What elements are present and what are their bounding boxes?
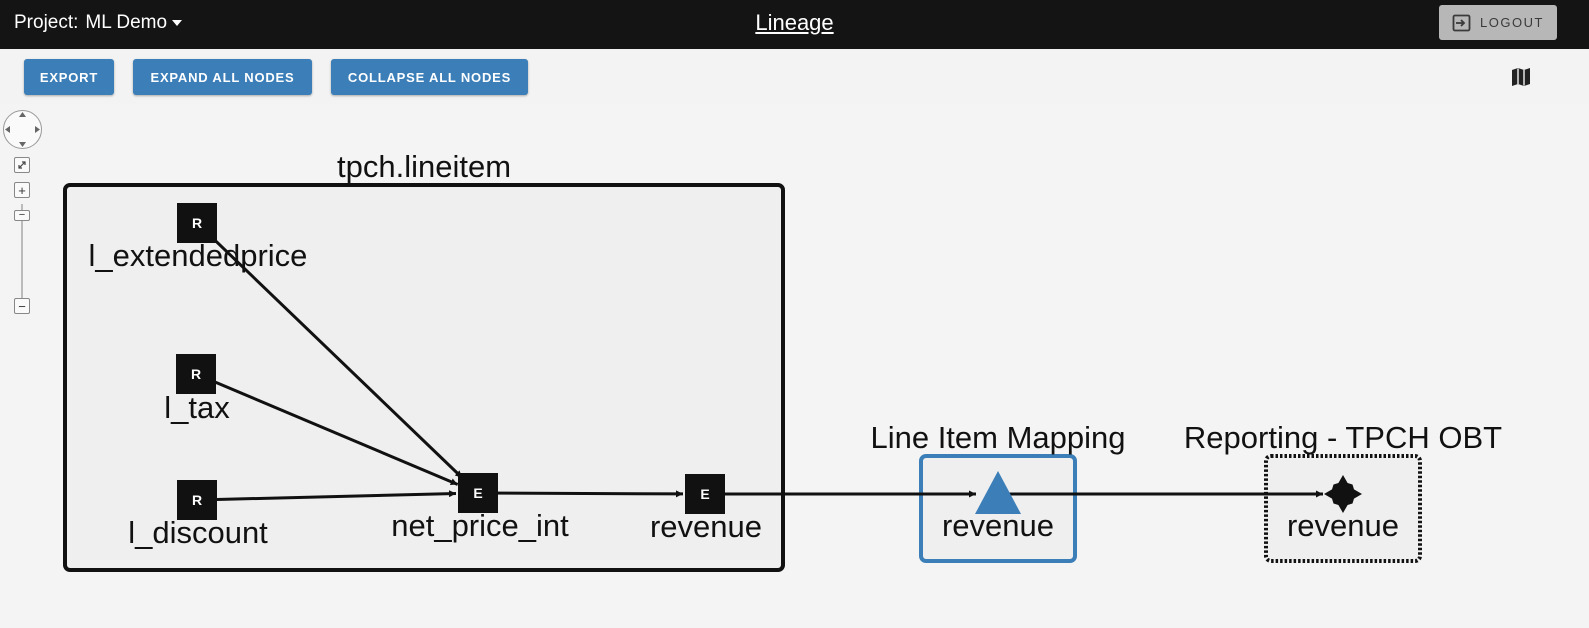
node-label: revenue	[942, 508, 1054, 543]
group-mapping-title: Line Item Mapping	[870, 420, 1125, 455]
node-label: l_extendedprice	[89, 238, 308, 273]
zoom-slider-track[interactable]	[21, 204, 23, 299]
collapse-all-nodes-button[interactable]: COLLAPSE ALL NODES	[331, 59, 528, 95]
node-badge: R	[191, 366, 201, 382]
logout-button[interactable]: LOGOUT	[1439, 5, 1557, 40]
edge-n3-n4	[196, 490, 457, 502]
zoom-in-button[interactable]: +	[14, 182, 30, 198]
edge-n4-n5	[477, 490, 684, 498]
node-badge: R	[192, 215, 202, 231]
node-square-icon	[176, 354, 216, 394]
edge-n2-n4	[195, 372, 459, 486]
chevron-down-icon	[172, 20, 183, 26]
node-square-icon	[458, 473, 498, 513]
node-l-extendedprice-tpch[interactable]: Rl_extendedprice	[89, 203, 308, 273]
pan-arrows-icon[interactable]	[2, 109, 43, 150]
zoom-out-button[interactable]: −	[14, 298, 30, 314]
logout-icon	[1452, 14, 1471, 31]
group-tpch-title: tpch.lineitem	[337, 149, 511, 184]
page-title: Lineage	[0, 10, 1589, 36]
node-badge: E	[473, 485, 482, 501]
node-label: net_price_int	[391, 508, 569, 543]
node-badge: R	[192, 492, 202, 508]
export-button[interactable]: EXPORT	[24, 59, 114, 95]
node-l-tax-tpch[interactable]: Rl_tax	[164, 354, 230, 425]
node-label: revenue	[1287, 508, 1399, 543]
top-bar: Project: ML Demo Lineage LOGOUT	[0, 0, 1589, 49]
triangle-icon	[975, 471, 1021, 514]
node-l-discount-tpch[interactable]: Rl_discount	[128, 480, 268, 550]
page-title-link[interactable]: Lineage	[755, 10, 834, 35]
fit-to-screen-icon	[18, 161, 26, 169]
node-label: revenue	[650, 509, 762, 544]
diamond-icon	[1324, 475, 1362, 513]
node-square-icon	[177, 480, 217, 520]
edges-layer	[195, 221, 1323, 502]
toolbar: EXPORT EXPAND ALL NODES COLLAPSE ALL NOD…	[0, 49, 1589, 104]
node-label: l_tax	[164, 390, 230, 425]
group-tpch-box[interactable]	[63, 183, 785, 572]
project-name: ML Demo	[85, 12, 168, 33]
edge-n1-n4	[195, 221, 464, 479]
node-badge: E	[700, 486, 709, 502]
group-reporting-title: Reporting - TPCH OBT	[1184, 420, 1502, 455]
node-square-icon	[685, 474, 725, 514]
project-selector[interactable]: Project: ML Demo	[14, 12, 183, 34]
map-icon[interactable]	[1510, 67, 1532, 87]
node-square-icon	[177, 203, 217, 243]
node-label: l_discount	[128, 515, 268, 550]
node-revenue-mapping[interactable]: revenue	[942, 471, 1054, 543]
node-revenue-reporting[interactable]: revenue	[1287, 475, 1399, 543]
zoom-slider-handle[interactable]: −	[14, 210, 30, 221]
fit-to-screen-button[interactable]	[14, 157, 30, 173]
nodes-layer: Rl_extendedpriceRl_taxRl_discountEnet_pr…	[89, 203, 1399, 550]
logout-label: LOGOUT	[1480, 15, 1544, 30]
expand-all-nodes-button[interactable]: EXPAND ALL NODES	[133, 59, 312, 95]
project-label: Project:	[14, 12, 79, 33]
